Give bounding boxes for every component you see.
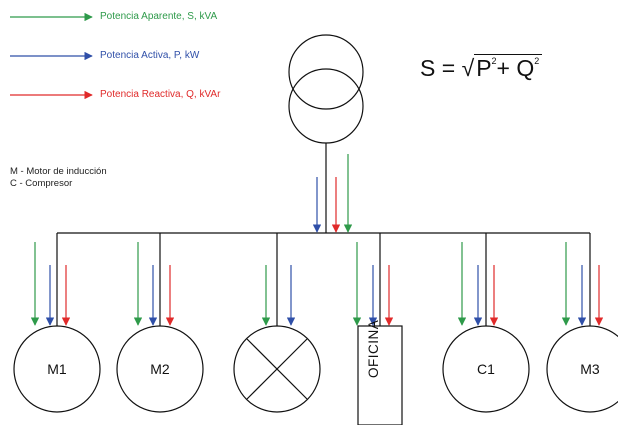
load-label-m3: M3 — [580, 361, 600, 377]
lamp-symbol — [233, 325, 321, 413]
formula-radicand: P2+ Q2 — [474, 54, 543, 81]
oficina-box — [357, 325, 403, 425]
compressor-c1-symbol — [442, 325, 530, 413]
power-formula: S = √P2+ Q2 — [420, 54, 543, 82]
formula-q-exp: 2 — [534, 56, 540, 67]
formula-p-exp: 2 — [491, 56, 497, 67]
legend-label-reactive: Potencia Reactiva, Q, kVAr — [100, 89, 221, 100]
formula-q: Q — [516, 55, 535, 81]
motor-m1-symbol — [13, 325, 101, 413]
formula-p: P — [476, 55, 492, 81]
motor-m3-symbol — [546, 325, 618, 413]
note-motor: M - Motor de inducción — [10, 166, 107, 177]
formula-plus: + — [496, 55, 517, 81]
legend-label-apparent: Potencia Aparente, S, kVA — [100, 11, 218, 22]
transformer-lower-coil — [288, 68, 364, 144]
load-label-m2: M2 — [150, 361, 170, 377]
transformer-upper-coil — [288, 34, 364, 110]
note-compressor: C - Compresor — [10, 178, 73, 189]
load-label-oficina: OFICINA — [366, 319, 381, 378]
load-label-m1: M1 — [47, 361, 67, 377]
load-label-c1: C1 — [477, 361, 495, 377]
sqrt-icon: √ — [461, 55, 475, 81]
lamp-cross-2 — [246, 338, 308, 400]
formula-lhs: S = — [420, 55, 462, 81]
motor-m2-symbol — [116, 325, 204, 413]
legend-label-active: Potencia Activa, P, kW — [100, 50, 200, 61]
